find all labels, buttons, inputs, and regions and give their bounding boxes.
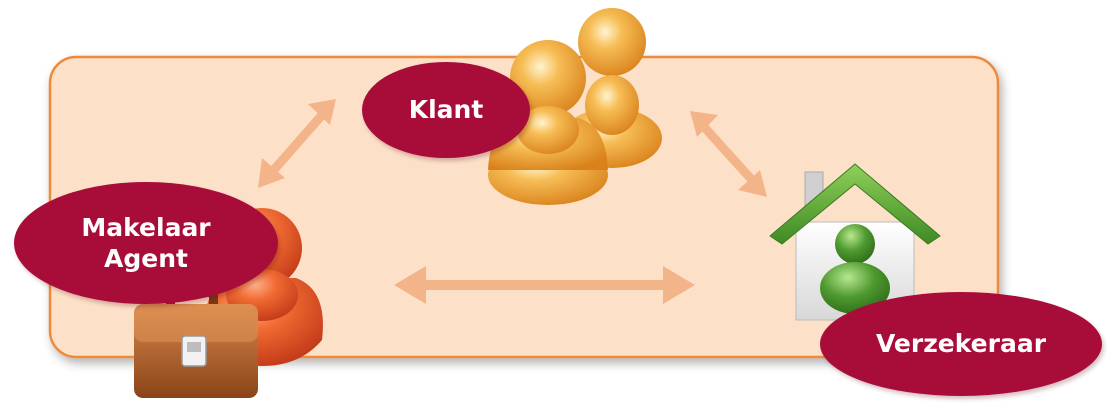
- broker-label: Makelaar Agent: [81, 212, 211, 273]
- insurer-label: Verzekeraar: [875, 329, 1047, 359]
- house-person-icon: [769, 163, 941, 321]
- client-label: Klant: [408, 95, 484, 125]
- client-node-label: Klant: [362, 62, 530, 158]
- double-arrow-broker-insurer: [394, 266, 695, 304]
- double-arrow-client-insurer: [690, 111, 767, 197]
- insurer-node-label: Verzekeraar: [820, 292, 1102, 396]
- users-group-icon: [488, 8, 662, 205]
- double-arrow-broker-client: [258, 99, 336, 188]
- broker-node-label: Makelaar Agent: [14, 182, 278, 304]
